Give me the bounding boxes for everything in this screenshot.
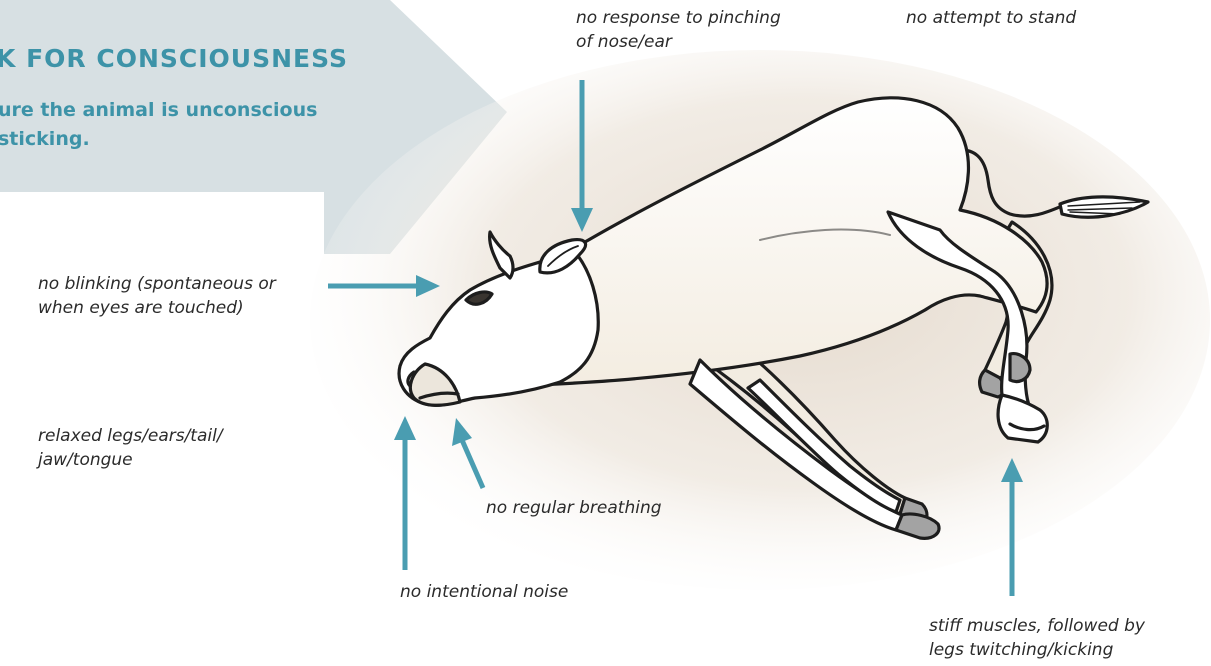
banner-text-line-1: ure the animal is unconscious [0, 96, 378, 125]
label-relaxed-legs: relaxed legs/ears/tail/ jaw/tongue [38, 424, 223, 472]
label-relaxed-line-2: jaw/tongue [38, 448, 223, 472]
label-blinking-line-2: when eyes are touched) [38, 296, 276, 320]
label-pinching-line-1: no response to pinching [576, 6, 781, 30]
label-stiff-muscles: stiff muscles, followed by legs twitchin… [929, 614, 1145, 662]
label-no-response-pinching: no response to pinching of nose/ear [576, 6, 781, 54]
label-no-regular-breathing: no regular breathing [486, 496, 662, 520]
label-blinking-line-1: no blinking (spontaneous or [38, 272, 276, 296]
label-no-intentional-noise: no intentional noise [400, 580, 568, 604]
banner-title: K FOR CONSCIOUSNESS [0, 44, 348, 73]
arrow-noise [394, 416, 416, 570]
label-stiff-line-2: legs twitching/kicking [929, 638, 1145, 662]
banner-text-line-2: sticking. [0, 125, 378, 154]
label-no-attempt-stand: no attempt to stand [906, 6, 1076, 30]
label-no-blinking: no blinking (spontaneous or when eyes ar… [38, 272, 276, 320]
banner-text: ure the animal is unconscious sticking. [0, 96, 378, 154]
label-relaxed-line-1: relaxed legs/ears/tail/ [38, 424, 223, 448]
label-stiff-line-1: stiff muscles, followed by [929, 614, 1145, 638]
label-pinching-line-2: of nose/ear [576, 30, 781, 54]
